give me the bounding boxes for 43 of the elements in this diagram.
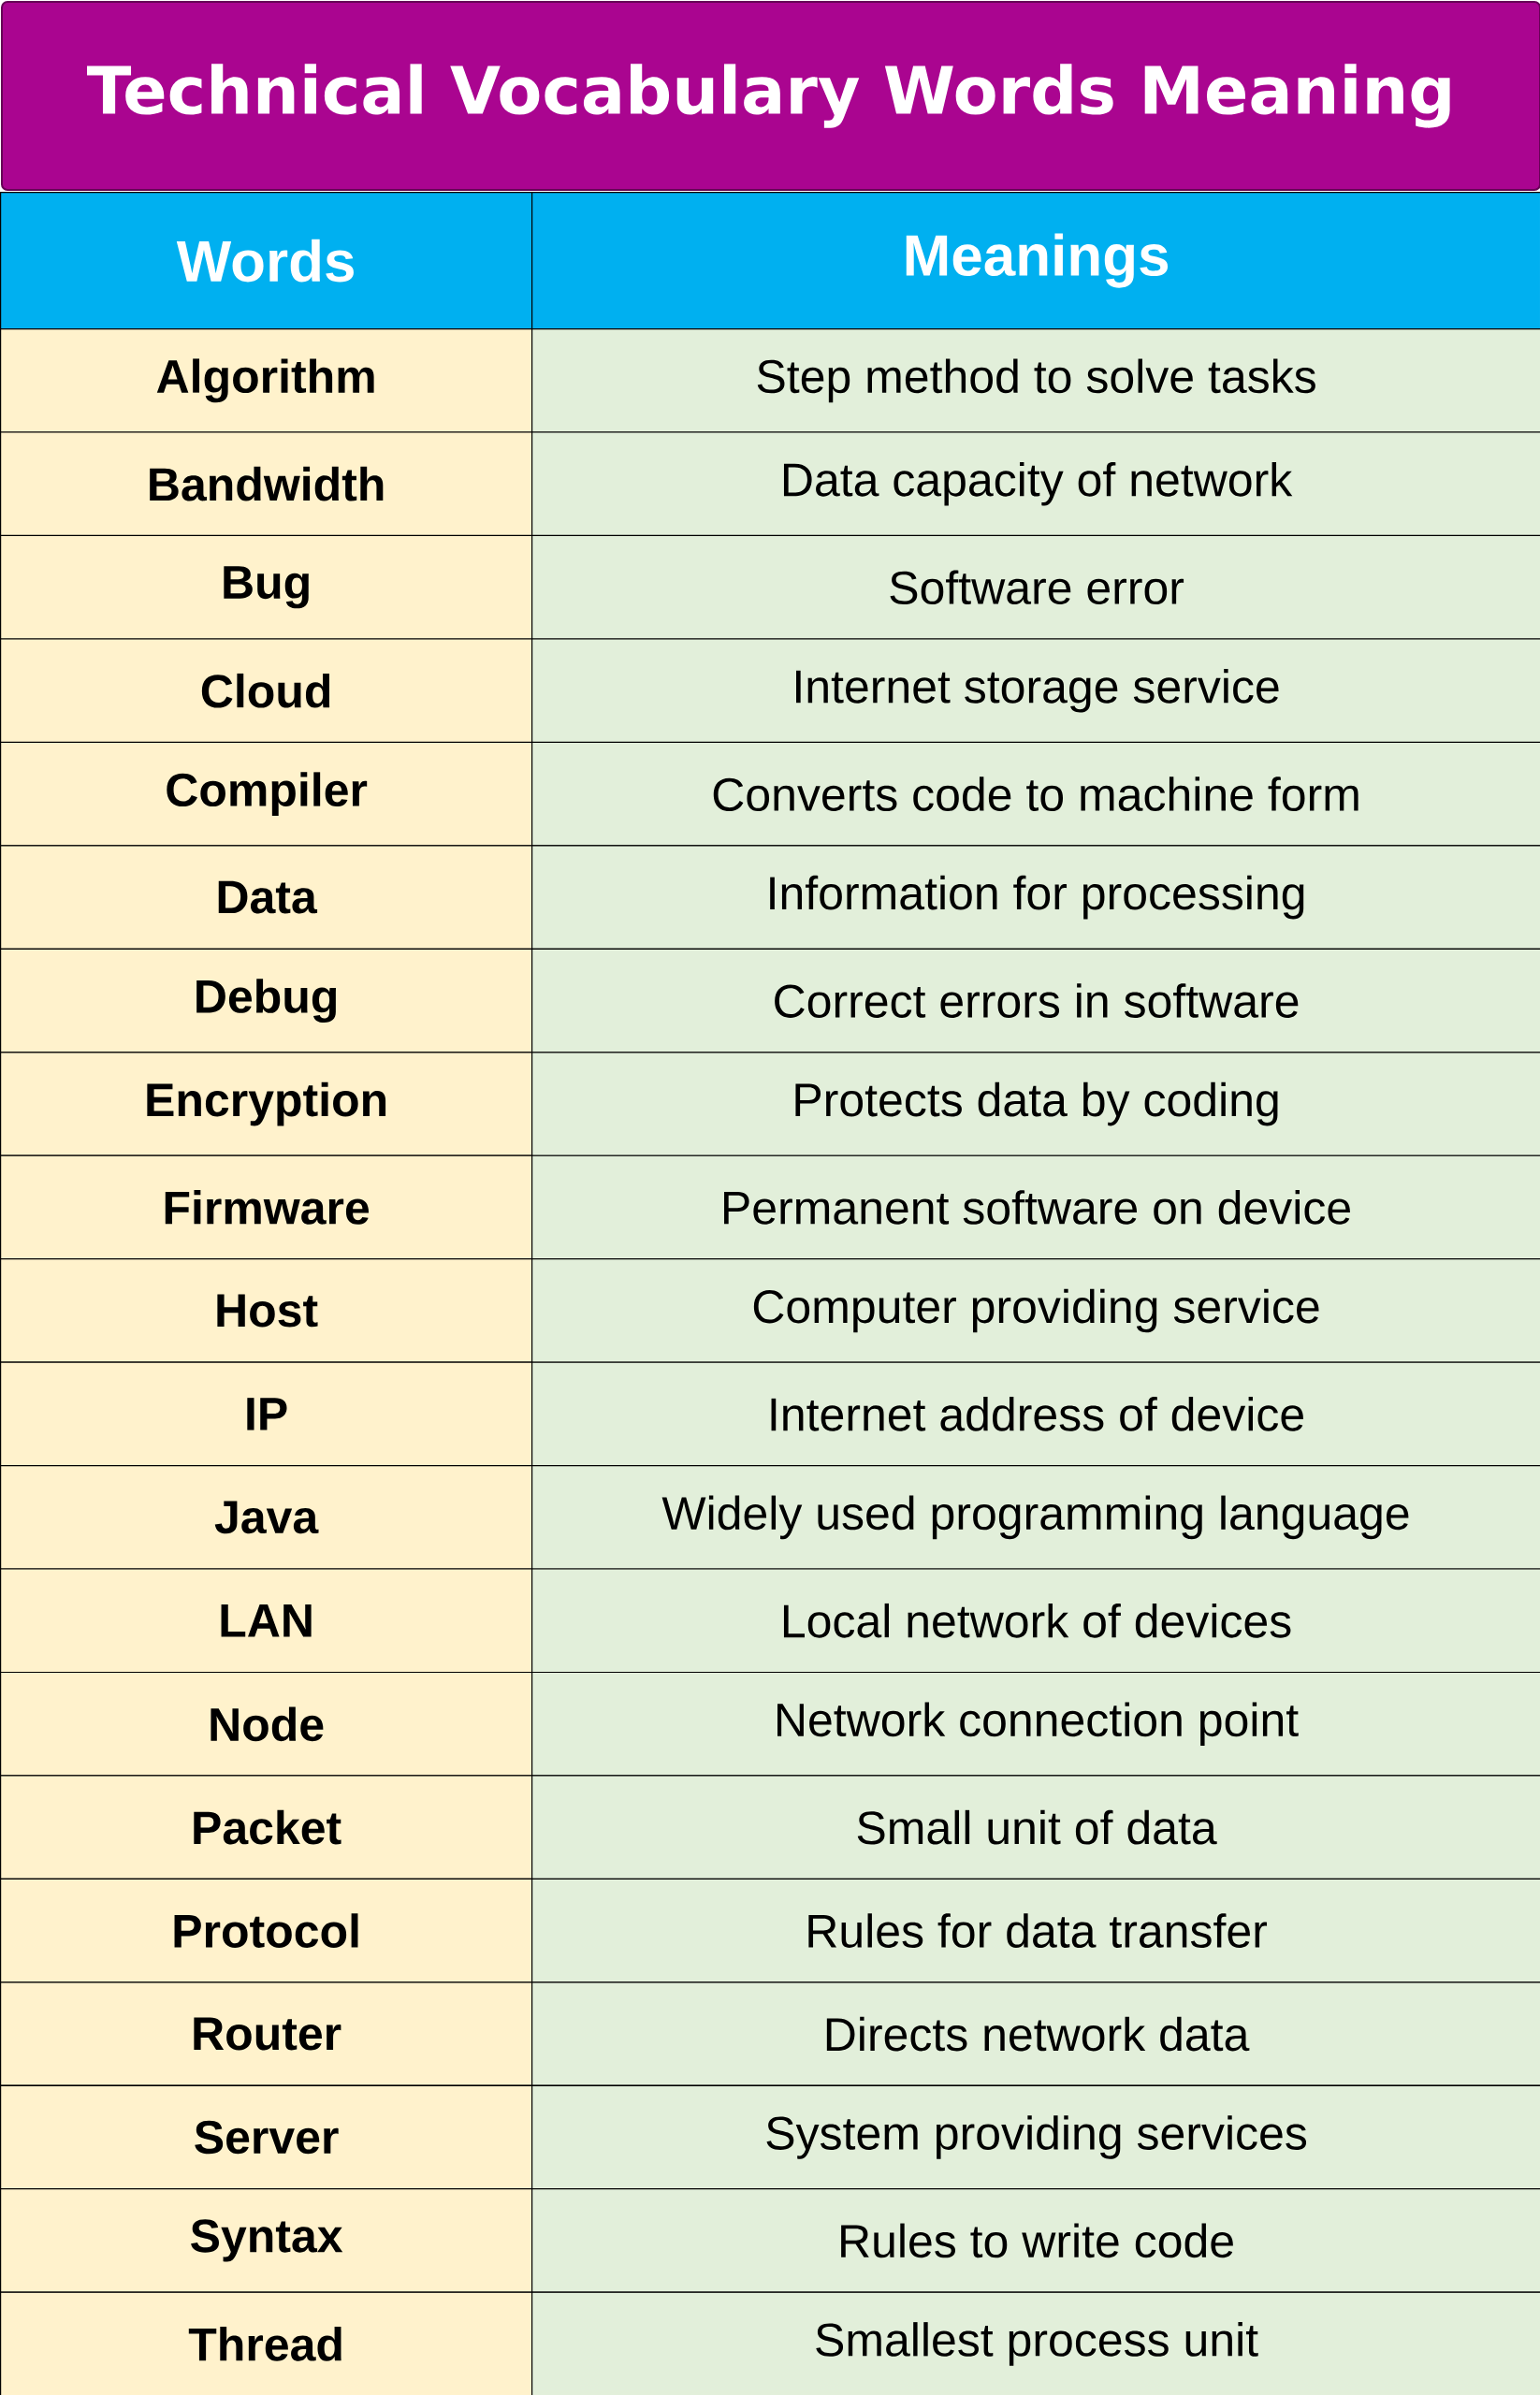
table-cell: Algorithm — [0, 328, 533, 433]
table-cell: Protects data by coding — [531, 1052, 1540, 1156]
table-cell: Syntax — [0, 2188, 533, 2293]
table-cell: IP — [0, 1361, 533, 1467]
table-cell: Packet — [0, 1775, 533, 1880]
table-cell: Encryption — [0, 1052, 533, 1156]
table-cell: Server — [0, 2084, 533, 2190]
table-cell: Data capacity of network — [531, 431, 1540, 536]
table-cell: Bug — [0, 534, 533, 640]
table-cell: Bandwidth — [0, 431, 533, 536]
table-cell: Widely used programming language — [531, 1465, 1540, 1570]
table-cell: Internet storage service — [531, 638, 1540, 744]
table-cell: System providing services — [531, 2084, 1540, 2190]
table-cell: Step method to solve tasks — [531, 328, 1540, 433]
table-cell: Data — [0, 845, 533, 950]
title-banner: Technical Vocabulary Words Meaning — [1, 1, 1540, 191]
table-cell: Java — [0, 1465, 533, 1570]
table-cell: Smallest process unit — [531, 2291, 1540, 2395]
table-cell: Converts code to machine form — [531, 741, 1540, 847]
table-cell: Computer providing service — [531, 1258, 1540, 1363]
table-cell: Permanent software on device — [531, 1154, 1540, 1260]
table-cell: LAN — [0, 1568, 533, 1674]
table-cell: Network connection point — [531, 1671, 1540, 1777]
table-cell: Node — [0, 1671, 533, 1777]
table-cell: Compiler — [0, 741, 533, 847]
header-cell: Meanings — [531, 192, 1540, 330]
table-cell: Host — [0, 1258, 533, 1363]
table-cell: Protocol — [0, 1878, 533, 1983]
table-cell: Directs network data — [531, 1981, 1540, 2086]
table-cell: Debug — [0, 948, 533, 1053]
table-cell: Small unit of data — [531, 1775, 1540, 1880]
table-cell: Router — [0, 1981, 533, 2086]
table-cell: Cloud — [0, 638, 533, 744]
table-cell: Correct errors in software — [531, 948, 1540, 1053]
table-cell: Rules to write code — [531, 2188, 1540, 2293]
table-cell: Firmware — [0, 1154, 533, 1260]
table-cell: Software error — [531, 534, 1540, 640]
table-cell: Internet address of device — [531, 1361, 1540, 1467]
header-cell: Words — [0, 192, 533, 330]
table-cell: Thread — [0, 2291, 533, 2395]
table-cell: Local network of devices — [531, 1568, 1540, 1674]
table-cell: Rules for data transfer — [531, 1878, 1540, 1983]
table-cell: Information for processing — [531, 845, 1540, 950]
